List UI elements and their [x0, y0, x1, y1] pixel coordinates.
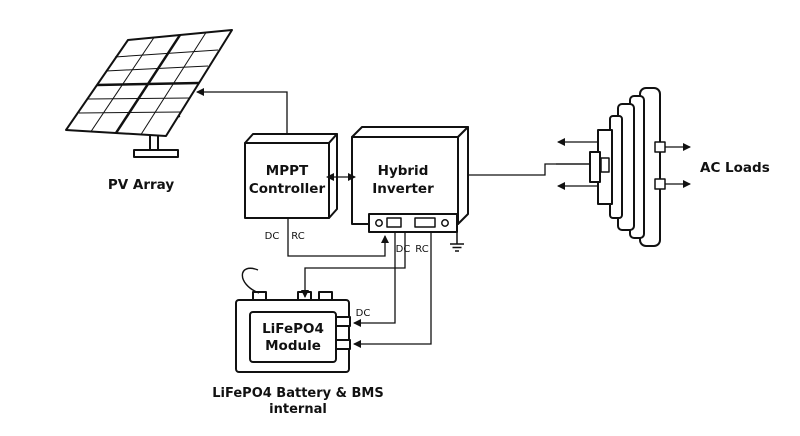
connection-lines [196, 88, 691, 348]
mppt-dc-rc-wire [287, 218, 389, 257]
mppt-controller-box [244, 133, 338, 219]
pv-panel-cells [78, 32, 219, 135]
ac-loads-label: AC Loads [700, 160, 770, 176]
pv-array-label: PV Array [108, 177, 175, 193]
inverter-label-line2: Inverter [372, 181, 434, 197]
bms-sense-wire [241, 267, 260, 294]
pv-stand-base [133, 149, 179, 158]
battery-caption-line1: LiFePO4 Battery & BMS [212, 386, 383, 401]
inverter-dc-to-battery-wire [353, 232, 396, 327]
mppt-label-line2: Controller [249, 181, 326, 197]
pv-array-icon [65, 29, 233, 158]
mppt-to-pv-wire [196, 88, 288, 134]
battery-label-line1: LiFePO4 [262, 321, 324, 337]
ground-icon [450, 232, 464, 252]
inverter-to-battery-terminal-wire [301, 232, 406, 298]
inverter-label-line1: Hybrid [378, 163, 429, 179]
inverter-rc-label: RC [415, 244, 428, 255]
pv-panel-divider-h [96, 81, 200, 87]
ac-load-panel-icon [589, 87, 666, 247]
mppt-dc-label: DC [265, 231, 280, 242]
inverter-dc-label: DC [396, 244, 411, 255]
hybrid-inverter-box [351, 126, 469, 233]
battery-label-line2: Module [265, 338, 321, 354]
battery-module-box [235, 291, 351, 373]
inverter-rc-to-battery-wire [353, 232, 432, 348]
battery-caption-line2: internal [269, 402, 327, 417]
inverter-to-ac-panel-wire [468, 163, 590, 176]
mppt-label-line1: MPPT [266, 163, 309, 179]
mppt-rc-label: RC [291, 231, 304, 242]
battery-dc-label: DC [356, 308, 371, 319]
